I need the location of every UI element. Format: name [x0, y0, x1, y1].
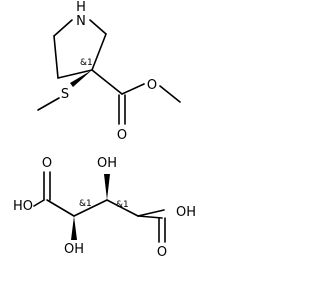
wedge-bond	[104, 174, 110, 200]
hydrogen-atom-label: H	[76, 0, 86, 15]
wedge-bond	[71, 216, 77, 240]
pyrrolidine-ester-molecule: N H &1 O O S	[37, 0, 181, 143]
wedge-bond	[70, 70, 92, 87]
bond	[106, 199, 139, 217]
tartaric-acid-molecule: HO O OH OH OH O &1 &1	[13, 156, 196, 260]
bond	[37, 97, 60, 111]
stereo-label: &1	[79, 199, 92, 209]
structure-diagram: N H &1 O O S HO O OH OH OH O &1 &1	[13, 0, 196, 260]
bond	[91, 69, 123, 95]
bond	[53, 35, 59, 79]
bond	[91, 33, 107, 71]
hydroxyl-top-label: OH	[97, 156, 117, 171]
bond	[159, 85, 181, 103]
sulfur-atom-label: S	[61, 87, 69, 102]
ester-oxygen-atom-label: O	[147, 78, 157, 93]
bond	[73, 199, 108, 217]
bond	[121, 83, 145, 95]
hydroxyl-bottom-label: OH	[64, 242, 84, 257]
bond	[137, 209, 165, 217]
bond	[137, 215, 163, 219]
nitrogen-atom-label: N	[76, 14, 86, 29]
carbonyl-oxygen-left-label: O	[42, 156, 52, 171]
carbonyl-oxygen-atom-label: O	[117, 128, 127, 143]
bond	[33, 199, 45, 207]
bond	[89, 19, 107, 35]
stereo-label: &1	[116, 200, 129, 210]
stereo-label: &1	[80, 58, 93, 68]
carbonyl-oxygen-right-label: O	[157, 245, 167, 260]
hydroxyl-right-label: OH	[176, 205, 196, 220]
bond	[53, 19, 73, 37]
hydroxyl-left-label: HO	[13, 199, 33, 214]
bond	[46, 199, 75, 217]
bond	[57, 69, 93, 79]
